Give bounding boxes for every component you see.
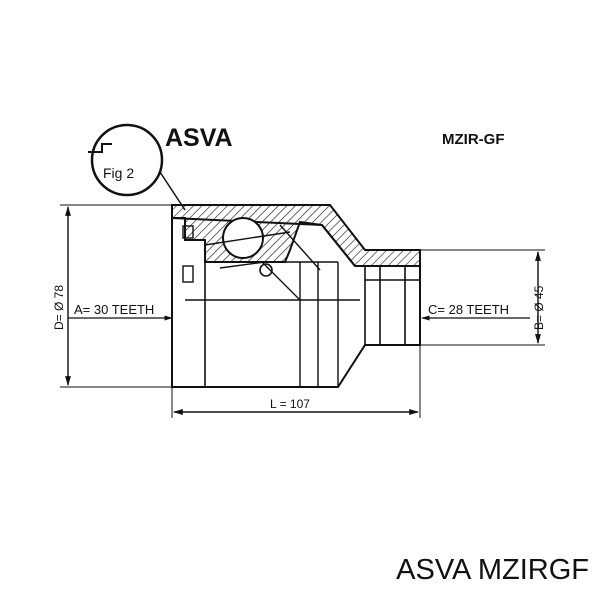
dimension-c: C= 28 TEETH: [421, 302, 530, 321]
callout-circle: [90, 123, 164, 197]
dimension-b: B= Ø 45: [420, 249, 546, 346]
dim-b-label: B= Ø 45: [532, 285, 546, 330]
part-number-label: MZIR-GF: [442, 131, 505, 148]
housing-hatched-wall: [171, 204, 421, 267]
left-notch-2: [182, 265, 194, 283]
callout-notch: [88, 143, 112, 153]
dim-c-label-text: C= 28 TEETH: [428, 302, 509, 317]
cage-lines: [204, 224, 321, 301]
left-notch-1: [182, 225, 194, 239]
stem-shaft: [364, 266, 420, 345]
dim-a-label: A= 30 TEETH: [74, 302, 154, 317]
small-ball: [259, 263, 273, 277]
dimension-a: A= 30 TEETH: [68, 302, 173, 321]
figure-label: Fig 2: [103, 165, 134, 181]
dim-l-label: L = 107: [270, 397, 310, 411]
dimension-d: D= Ø 78: [52, 204, 172, 388]
dim-d-label: D= Ø 78: [52, 285, 66, 330]
cv-joint-housing: [171, 204, 421, 388]
ball: [222, 217, 264, 259]
footer-caption: ASVA MZIRGF: [396, 554, 589, 586]
brand-label: ASVA: [165, 124, 233, 152]
figure-callout: Fig 2: [88, 123, 186, 211]
callout-leader: [159, 171, 186, 211]
dimension-l: L = 107: [171, 345, 421, 418]
